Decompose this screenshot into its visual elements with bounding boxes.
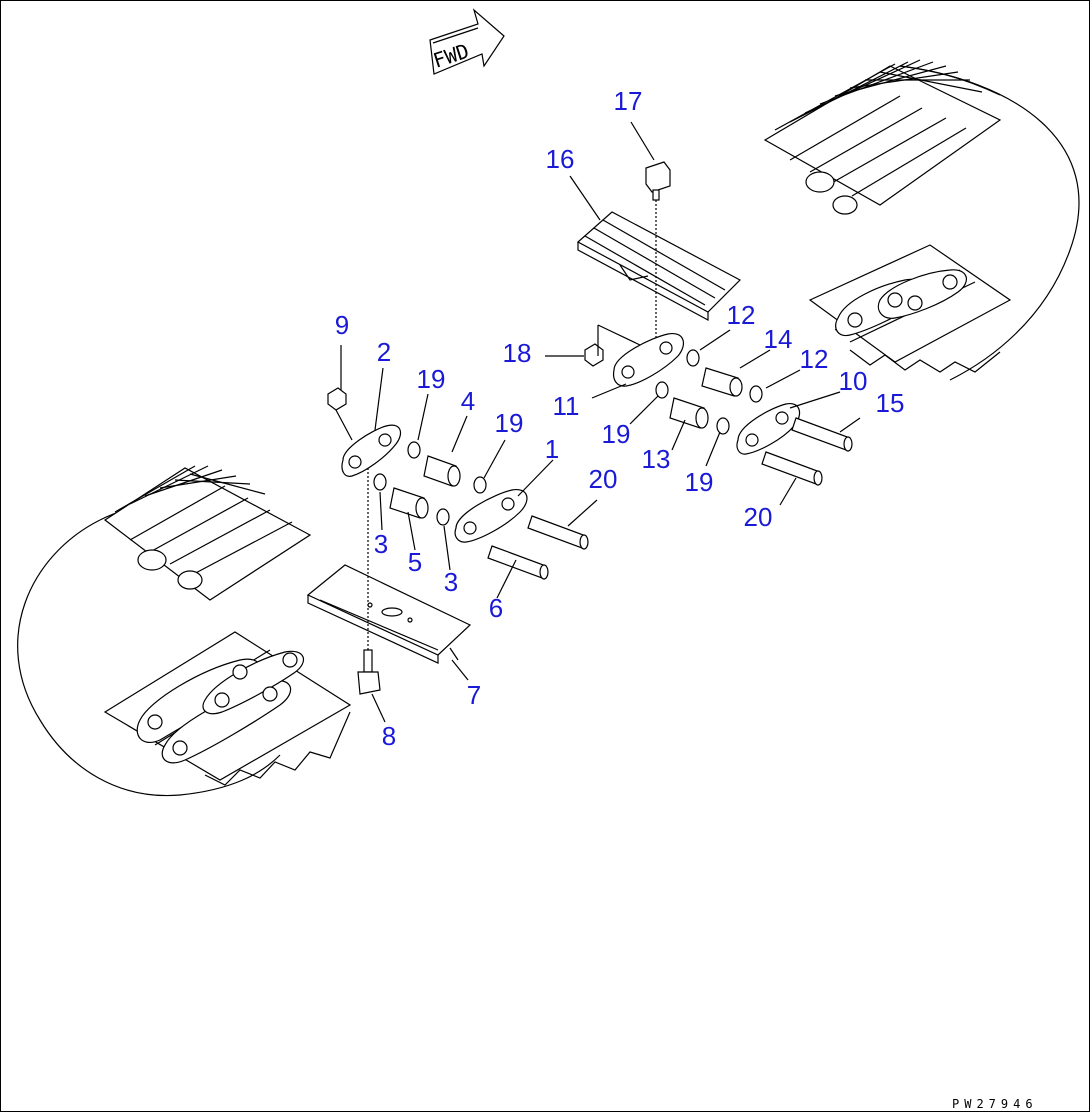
seal-part-19-a	[407, 441, 421, 459]
seal-part-3-a	[373, 473, 387, 491]
callout-14: 14	[764, 324, 793, 354]
callout-19-d: 19	[685, 467, 714, 497]
bushing-part-13	[695, 407, 709, 429]
callout-4: 4	[461, 386, 475, 416]
callout-11: 11	[553, 391, 580, 421]
callout-7: 7	[467, 680, 481, 710]
callout-19-c: 19	[602, 419, 631, 449]
drawing-number: PW27946	[952, 1097, 1038, 1111]
track-shoe-part-7	[306, 564, 472, 664]
fwd-label: FWD	[430, 39, 472, 73]
nut-part-9	[327, 387, 347, 411]
seal-part-19-d	[716, 417, 730, 435]
upper-right-track-assembly	[763, 59, 1080, 381]
callout-12-upper: 12	[727, 300, 756, 330]
pin-part-15	[843, 436, 853, 452]
callout-16: 16	[546, 144, 575, 174]
callout-2: 2	[377, 337, 391, 367]
callout-9: 9	[335, 310, 349, 340]
master-link-part-11	[612, 332, 685, 387]
callout-5: 5	[408, 547, 422, 577]
bushing-part-14	[729, 377, 743, 397]
seal-part-12-a	[686, 349, 700, 367]
track-shoe-row	[103, 465, 312, 601]
callout-20-b: 20	[744, 502, 773, 532]
bolt-part-17	[645, 161, 671, 345]
callout-13: 13	[642, 444, 671, 474]
seal-part-12-b	[749, 385, 763, 403]
callout-20-a: 20	[589, 464, 618, 494]
pin-part-20-a	[579, 534, 589, 550]
callout-1: 1	[545, 434, 559, 464]
callout-19-a: 19	[417, 364, 446, 394]
callout-10: 10	[839, 366, 868, 396]
callout-15: 15	[876, 388, 905, 418]
callout-19-b: 19	[495, 408, 524, 438]
callout-17: 17	[614, 86, 643, 116]
callout-3-a: 3	[374, 529, 388, 559]
bushing-part-5	[415, 497, 429, 519]
track-shoe-part-16	[576, 211, 741, 322]
nut-part-18	[584, 343, 604, 367]
callout-6: 6	[489, 593, 503, 623]
pins	[487, 417, 853, 580]
leader-lines	[335, 121, 861, 723]
callout-3-b: 3	[444, 567, 458, 597]
callout-8: 8	[382, 721, 396, 751]
track-link-row	[103, 631, 352, 786]
master-link-part-2	[341, 424, 402, 477]
seal-part-19-b	[473, 476, 487, 494]
link-part-1	[454, 488, 528, 543]
forward-arrow-icon: FWD	[429, 8, 505, 75]
track-link-row	[808, 244, 1012, 373]
callout-labels: 17 16 9 2 18 12 14 12 10 15 19 4 19 11 1…	[335, 86, 905, 751]
lower-left-track-assembly	[17, 465, 352, 797]
bushing-part-4	[447, 465, 461, 487]
track-shoe-row	[763, 59, 1002, 215]
pin-part-20-b	[813, 470, 823, 486]
bushings	[389, 367, 743, 519]
pin-part-6	[539, 564, 549, 580]
bolt-part-8	[357, 460, 381, 695]
link-part-10	[736, 402, 801, 455]
callout-12-lower: 12	[800, 344, 829, 374]
seal-part-3-b	[436, 508, 450, 526]
callout-18: 18	[503, 338, 532, 368]
seal-part-19-c	[655, 381, 669, 399]
seal-rings	[373, 349, 763, 526]
